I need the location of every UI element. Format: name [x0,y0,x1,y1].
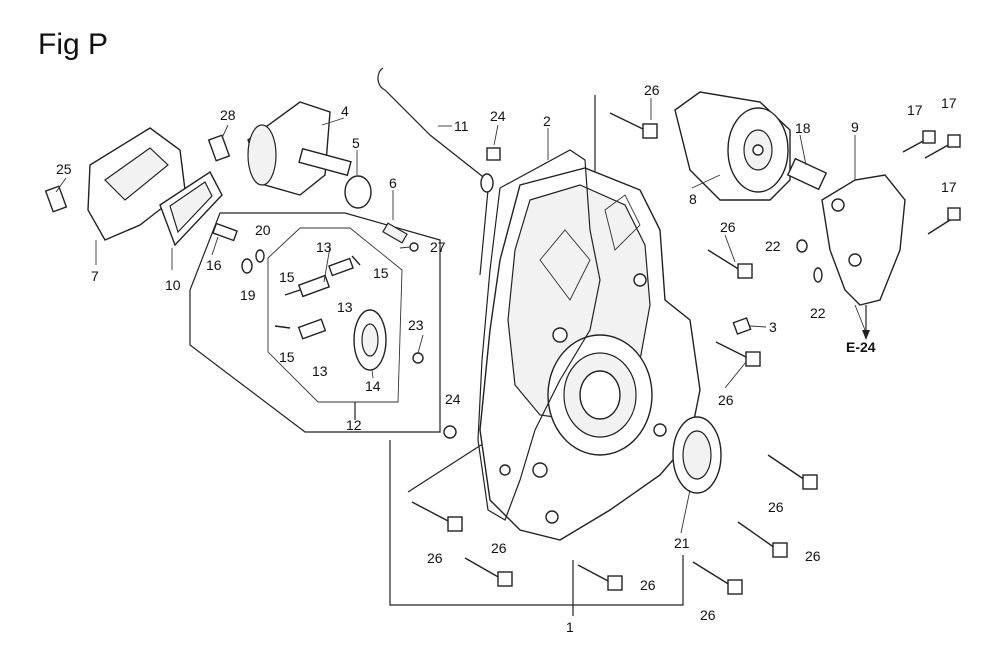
filter-housing [821,174,906,306]
callout-13-c: 13 [312,363,328,379]
callout-20: 20 [255,222,271,238]
oil-pump [247,101,352,196]
callout-25: 25 [56,161,72,177]
oil-seal [672,416,722,494]
callout-14: 14 [365,378,381,394]
callout-12: 12 [346,417,362,433]
governor-gear [353,309,387,371]
filter-stud [786,157,828,191]
gasket [477,149,601,521]
callout-8: 8 [689,191,697,207]
callout-26-i: 26 [427,550,443,566]
callout-17-a: 17 [907,102,923,118]
callout-15-a: 15 [279,269,295,285]
inner-rotor [344,175,372,209]
callout-1: 1 [566,619,574,635]
callout-18: 18 [795,120,811,136]
callout-15-b: 15 [373,265,389,281]
callout-26-g: 26 [640,577,656,593]
reference-arrow [862,305,870,340]
callout-11: 11 [454,118,469,134]
callout-5: 5 [352,135,360,151]
callout-24-b: 24 [445,391,461,407]
callout-17-b: 17 [941,95,957,111]
callout-17-c: 17 [941,179,957,195]
callout-26-d: 26 [768,499,784,515]
callout-22-b: 22 [810,305,826,321]
breather-plate [159,170,223,247]
callout-21: 21 [674,535,690,551]
callout-27: 27 [430,239,446,255]
callout-9: 9 [851,119,859,135]
callout-26-h: 26 [491,540,507,556]
leader-lines [55,98,866,534]
callout-3: 3 [769,319,777,335]
callout-23: 23 [408,317,424,333]
callout-10: 10 [165,277,181,293]
callout-22-a: 22 [765,238,781,254]
fasteners [44,112,961,595]
callout-28: 28 [220,107,236,123]
callout-15-c: 15 [279,349,295,365]
relief-spring [382,222,408,244]
callout-26-f: 26 [700,607,716,623]
callout-19: 19 [240,287,256,303]
callout-13-a: 13 [316,239,332,255]
dipstick [377,67,494,276]
callout-26-a: 26 [644,82,660,98]
callout-24-a: 24 [490,108,506,124]
figure-title: Fig P [38,28,109,61]
reference-e24: E-24 [846,339,876,355]
crankcase-cover [479,167,701,541]
callout-7: 7 [91,268,99,284]
callout-13-b: 13 [337,299,353,315]
callout-2: 2 [543,113,551,129]
callout-4: 4 [341,103,349,119]
callout-16: 16 [206,257,222,273]
callout-26-e: 26 [805,548,821,564]
callout-26-b: 26 [720,219,736,235]
callout-26-c: 26 [718,392,734,408]
callout-6: 6 [389,175,397,191]
callout-labels: 1 2 3 4 5 6 7 8 9 10 11 12 13 13 13 14 1… [56,82,957,635]
oil-filter [674,91,791,201]
